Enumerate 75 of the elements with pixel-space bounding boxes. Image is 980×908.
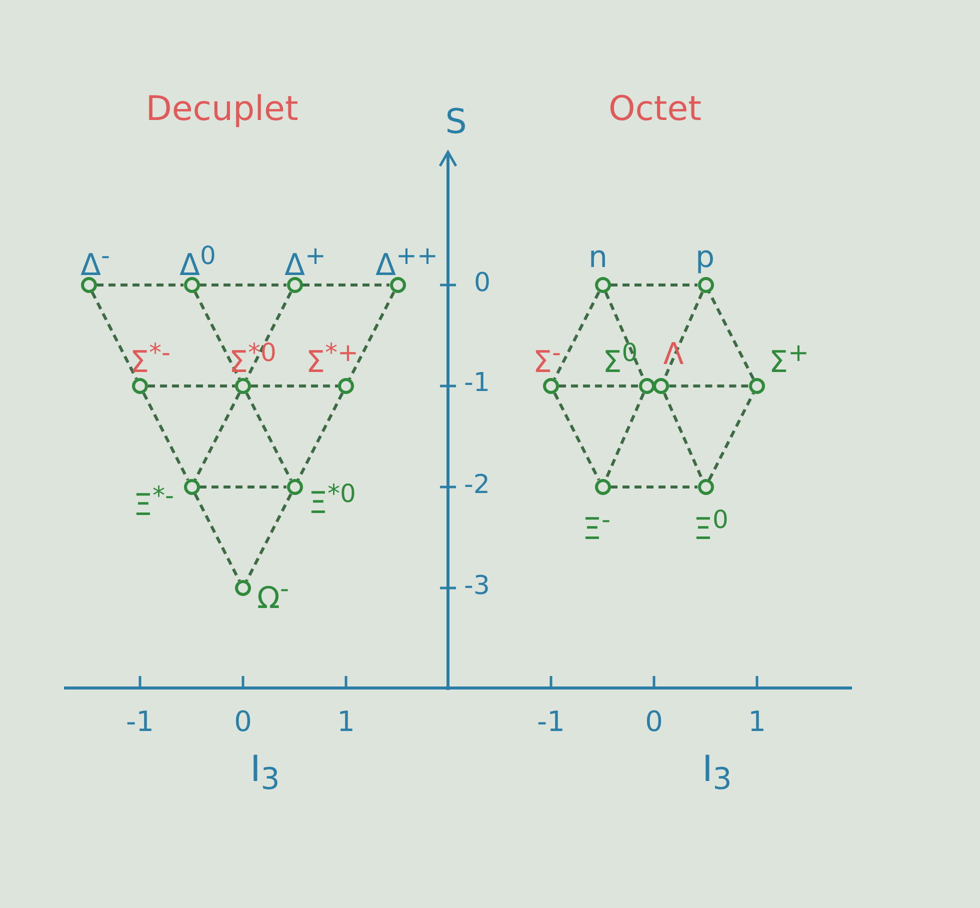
lattice-point (338, 378, 354, 394)
particle-label: Δ$^{+}$ (284, 243, 326, 281)
lattice-point (543, 378, 559, 394)
dashed-line (553, 291, 600, 380)
lattice-point (286, 479, 302, 495)
dashed-line (148, 384, 235, 388)
lattice-point (132, 378, 148, 394)
lattice-point (638, 378, 655, 394)
dashed-line (302, 284, 390, 286)
dashed-line (669, 384, 749, 388)
dashed-line (610, 284, 698, 286)
dashed-line (194, 392, 241, 481)
lattice-point (390, 277, 406, 293)
particle-label: Σ$^{*-}$ (130, 340, 170, 378)
tick-label: 0 (474, 270, 491, 296)
tick-label: -1 (126, 708, 154, 736)
particle-label: Σ$^{0}$ (602, 340, 638, 378)
lattice-point (184, 277, 200, 293)
tick-label: -1 (537, 708, 565, 736)
particle-label: Σ$^{*+}$ (306, 340, 358, 378)
dashed-line (245, 493, 292, 582)
tick-label: 1 (337, 708, 355, 736)
dashed-line (559, 384, 639, 388)
dashed-line (194, 493, 241, 582)
particle-label: Σ$^{*0}$ (229, 340, 276, 378)
dashed-line (251, 384, 338, 388)
dashed-line (96, 284, 184, 286)
dashed-line (90, 291, 138, 380)
axis-title: S (445, 105, 467, 139)
dashed-line (200, 284, 286, 286)
dashed-line (200, 486, 286, 488)
dashed-line (245, 291, 292, 380)
dashed-line (296, 392, 344, 481)
lattice-point (286, 277, 302, 293)
lattice-point (235, 378, 251, 394)
particle-label: Ω$^{-}$ (257, 576, 289, 614)
dashed-line (245, 392, 292, 481)
particle-label: Ξ$^{-}$ (582, 507, 610, 545)
tick-label: 0 (645, 708, 663, 736)
tick-label: -3 (464, 573, 490, 599)
lattice-point (80, 277, 96, 293)
tick-label: -2 (464, 472, 490, 498)
particle-label: Ξ$^{0}$ (694, 507, 728, 545)
particle-label: Δ$^{-}$ (80, 243, 110, 281)
particle-label: Δ$^{0}$ (180, 243, 216, 281)
particle-label: Σ$^{+}$ (769, 340, 809, 378)
dashed-line (348, 291, 396, 380)
panel-title: Octet (608, 92, 702, 126)
tick-label: 1 (748, 708, 766, 736)
particle-label: Ξ$^{*-}$ (134, 483, 174, 521)
lattice-point (184, 479, 200, 495)
particle-label: n (588, 243, 608, 273)
panel-title: Decuplet (146, 92, 298, 126)
lattice-point (235, 580, 251, 596)
particle-label: Λ (663, 340, 684, 370)
lattice-point (594, 277, 610, 293)
lattice-point (594, 479, 610, 495)
particle-label: Ξ$^{*0}$ (308, 481, 356, 519)
lattice-point (698, 277, 714, 293)
lattice-point (653, 378, 670, 394)
dashed-line (610, 486, 698, 488)
lattice-point (749, 378, 765, 394)
dashed-line (142, 392, 190, 481)
tick-label: 0 (234, 708, 252, 736)
lattice-point (698, 479, 714, 495)
axis-title: I$_{3}$ (702, 752, 732, 796)
particle-label: Σ$^{-}$ (533, 340, 561, 378)
particle-label: Δ$^{++}$ (376, 243, 438, 281)
axis-title: I$_{3}$ (250, 752, 280, 796)
particle-label: p (696, 243, 715, 273)
tick-label: -1 (464, 370, 490, 396)
dashed-line (194, 291, 241, 380)
dashed-line (553, 392, 600, 481)
dashed-line (708, 392, 755, 481)
dashed-line (708, 291, 755, 380)
